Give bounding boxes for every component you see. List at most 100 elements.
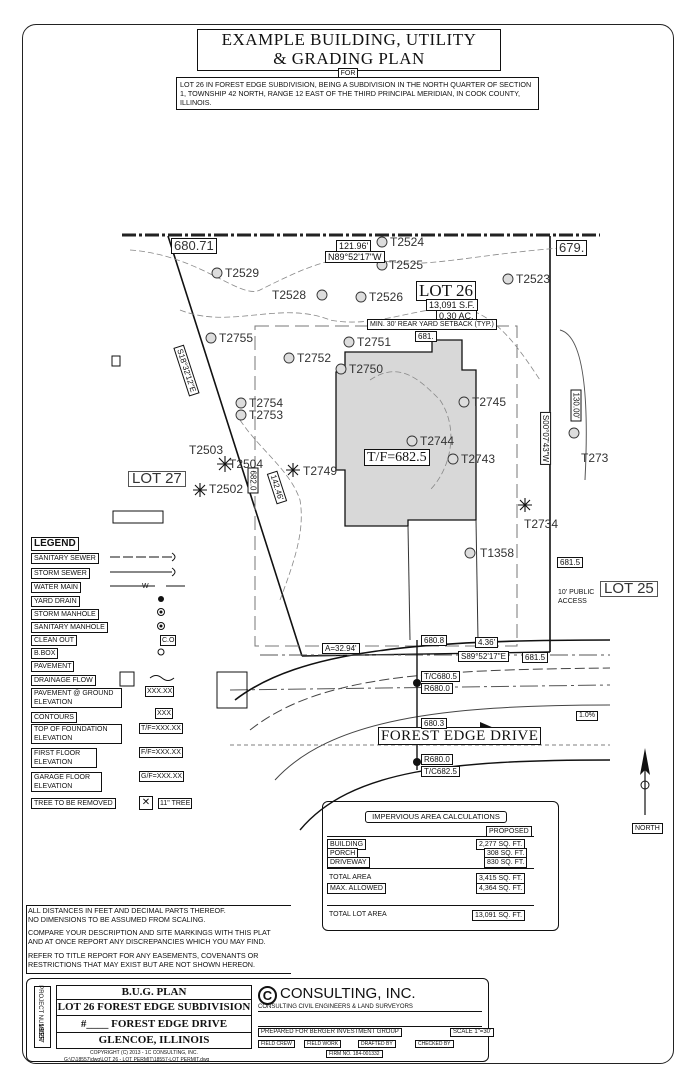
west-lot-line (167, 235, 303, 657)
tree-label: T2525 (389, 258, 424, 272)
tree-label: T2752 (297, 351, 332, 365)
drafted-by: DRAFTED BY (358, 1040, 396, 1048)
elevation-label: 680.3 (421, 718, 448, 729)
contour-line (239, 419, 302, 601)
tree-label: T2734 (524, 517, 559, 531)
legend-symbols (110, 552, 185, 687)
impervious-area-box (322, 801, 559, 931)
checked-by: CHECKED BY (415, 1040, 454, 1048)
impervious-row-label: TOTAL AREA (329, 874, 372, 881)
legend-symbol: F/F=XXX.XX (139, 747, 183, 758)
impervious-row-value: 4,364 SQ. FT. (476, 883, 526, 894)
field-crew: FIELD CREW (258, 1040, 295, 1048)
north-arrow-circle (640, 780, 650, 790)
elevation-tc-1: T/C680.5 (421, 671, 460, 682)
north-arrow-head (640, 748, 650, 775)
tree-label: T2745 (472, 395, 507, 409)
legal-description: LOT 26 IN FOREST EDGE SUBDIVISION, BEING… (176, 77, 539, 110)
impervious-row-label: MAX. ALLOWED (327, 883, 386, 894)
south-bearing-label: S89°52'17"E (458, 651, 509, 662)
driveway-edge-2 (475, 519, 479, 641)
legend-symbol: 11" TREE (158, 798, 193, 809)
firm-number: FIRM NO. 184-001332 (326, 1050, 383, 1058)
tree-label: T2503 (189, 443, 224, 457)
firm-name: CONSULTING, INC. (280, 985, 416, 1002)
slope-label: 1.0% (576, 711, 598, 721)
lot-26-label: LOT 26 (416, 281, 476, 301)
contour-line (179, 307, 541, 381)
tree-label: T2750 (349, 362, 384, 376)
north-bearing-label: N89°52'17"W (325, 251, 385, 263)
elevation-label-nw: 680.71 (171, 238, 217, 254)
elevation-label: 681. (415, 331, 437, 342)
driveway-edge-1 (407, 525, 411, 641)
elevation-r-1: R680.0 (421, 683, 453, 694)
tree-label: T2524 (390, 235, 425, 249)
tree-label: T2502 (209, 482, 244, 496)
public-access-label: 10' PUBLIC ACCESS (558, 589, 595, 605)
tb-address: #____ FOREST EDGE DRIVE (80, 1018, 228, 1030)
impervious-row-value: 830 SQ. FT. (484, 857, 528, 868)
note-1: ALL DISTANCES IN FEET AND DECIMAL PARTS … (28, 906, 226, 924)
table-rule (327, 836, 534, 837)
note-3: REFER TO TITLE REPORT FOR ANY EASEMENTS,… (28, 951, 259, 969)
contour-line (369, 371, 452, 491)
legend-label: PAVEMENT (31, 661, 75, 672)
title-line-1: EXAMPLE BUILDING, UTILITY (221, 30, 477, 49)
elevation-label: 681.5 (522, 652, 549, 663)
tree-label: T2749 (303, 464, 338, 478)
tb-rule (56, 1015, 252, 1016)
tb-rule (56, 1032, 252, 1033)
legend-symbol: T/F=XXX.XX (139, 723, 183, 734)
legend-symbol: G/F=XXX.XX (139, 771, 185, 782)
project-number: 18557 (37, 1023, 44, 1043)
tb-rule (56, 999, 252, 1000)
legend-label: STORM SEWER (31, 568, 90, 579)
north-label: NORTH (632, 823, 663, 834)
tree-label: T2754 (249, 396, 284, 410)
lot-27-label: LOT 27 (128, 471, 186, 487)
table-rule (327, 868, 534, 869)
legend-label: STORM MANHOLE (31, 609, 99, 620)
legend-label: DRAINAGE FLOW (31, 675, 96, 686)
east-bearing-label: S00°07'43"W (540, 411, 552, 466)
impervious-title: IMPERVIOUS AREA CALCULATIONS (365, 811, 507, 823)
tb-plan-name: B.U.G. PLAN (121, 986, 187, 998)
east-distance-label: 130.00' (570, 389, 582, 422)
tree-label: T2523 (516, 272, 551, 286)
legend-label: TREE TO BE REMOVED (31, 798, 116, 809)
elevation-label-ne: 679. (556, 240, 588, 256)
firm-address-band (258, 1011, 482, 1027)
tb-filepath: G:\C\18557\dwg\LOT 26 - LOT PERMIT\18557… (64, 1057, 210, 1063)
tree-label: T2743 (461, 452, 496, 466)
tree-label: T1358 (480, 546, 515, 560)
legend-symbol: C.O (160, 635, 177, 646)
arc-label: A=32.94' (322, 643, 360, 654)
legend-label: SANITARY MANHOLE (31, 622, 108, 633)
adjacent-drive (559, 329, 587, 481)
tb-city: GLENCOE, ILLINOIS (98, 1034, 210, 1046)
elevation-label: 680.8 (421, 635, 448, 646)
tree-label: T2528 (272, 288, 307, 302)
legend-label: FIRST FLOOR ELEVATION (31, 748, 97, 768)
elevation-tc-2: T/C682.5 (421, 766, 460, 777)
small-marker (111, 355, 121, 367)
legend-label: GARAGE FLOOR ELEVATION (31, 772, 102, 792)
title-line-2: & GRADING PLAN (273, 49, 425, 68)
legend-label: SANITARY SEWER (31, 553, 99, 564)
street-curb-north (249, 667, 611, 731)
impervious-row-value: 13,091 SQ. FT. (472, 910, 526, 921)
proposed-house-footprint (335, 339, 477, 527)
legend-label: YARD DRAIN (31, 596, 80, 607)
legend-label: WATER MAIN (31, 582, 81, 593)
tree-remove-symbols (193, 456, 532, 512)
tb-subdivision: LOT 26 FOREST EDGE SUBDIVISION (57, 1001, 251, 1013)
impervious-row-label: TOTAL LOT AREA (329, 911, 387, 918)
elevation-label: 682.0 (247, 467, 259, 494)
tree-label: T2753 (249, 408, 284, 422)
tree-label: T2526 (369, 290, 404, 304)
setback-label: MIN. 30' REAR YARD SETBACK (TYP.) (367, 319, 497, 330)
dimension-label: 4.36' (475, 637, 499, 648)
pavement-box (216, 671, 248, 709)
general-notes-box (26, 905, 291, 974)
